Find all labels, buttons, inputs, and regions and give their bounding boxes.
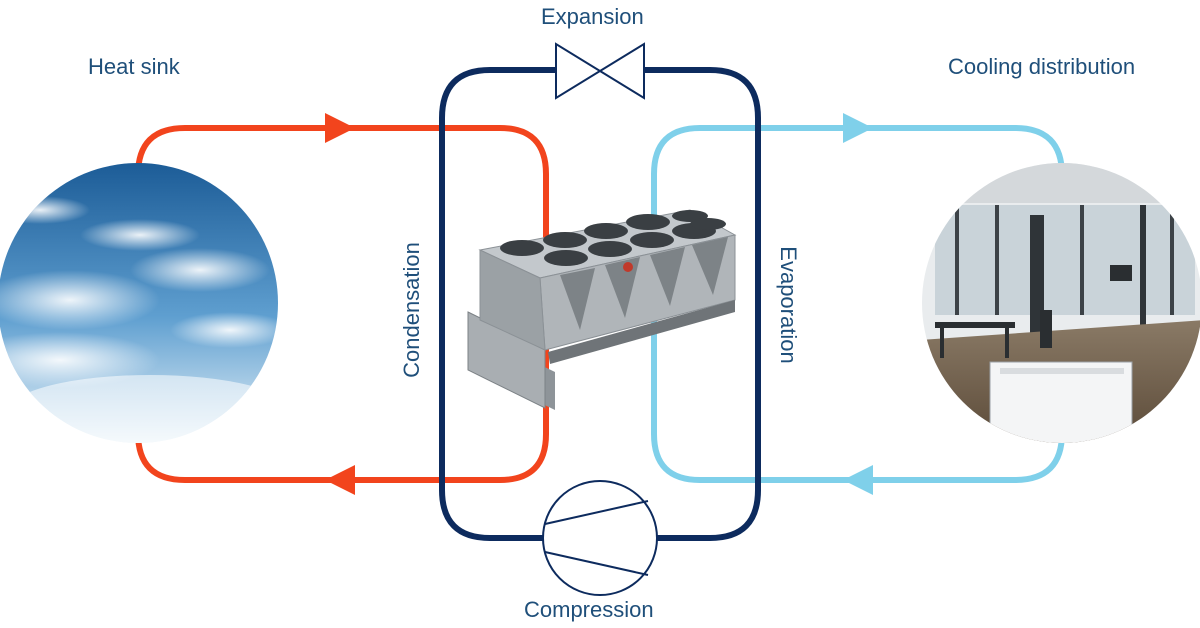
chiller-unit-image — [467, 209, 737, 410]
compression-label: Compression — [524, 597, 654, 622]
compressor-icon — [542, 480, 658, 596]
evaporation-label: Evaporation — [776, 246, 801, 364]
cold-loop-arrow-left — [843, 465, 873, 495]
condensation-label: Condensation — [399, 242, 424, 378]
cooling-distribution-label: Cooling distribution — [948, 54, 1136, 79]
cold-loop-arrow-right — [843, 113, 873, 143]
expansion-valve-icon — [555, 42, 645, 100]
hot-loop-arrow-right — [325, 113, 355, 143]
expansion-label: Expansion — [541, 4, 644, 29]
hot-loop-arrow-left — [325, 465, 355, 495]
sky-image — [0, 163, 278, 443]
heat-sink-label: Heat sink — [88, 54, 180, 79]
office-interior-image — [922, 163, 1200, 443]
